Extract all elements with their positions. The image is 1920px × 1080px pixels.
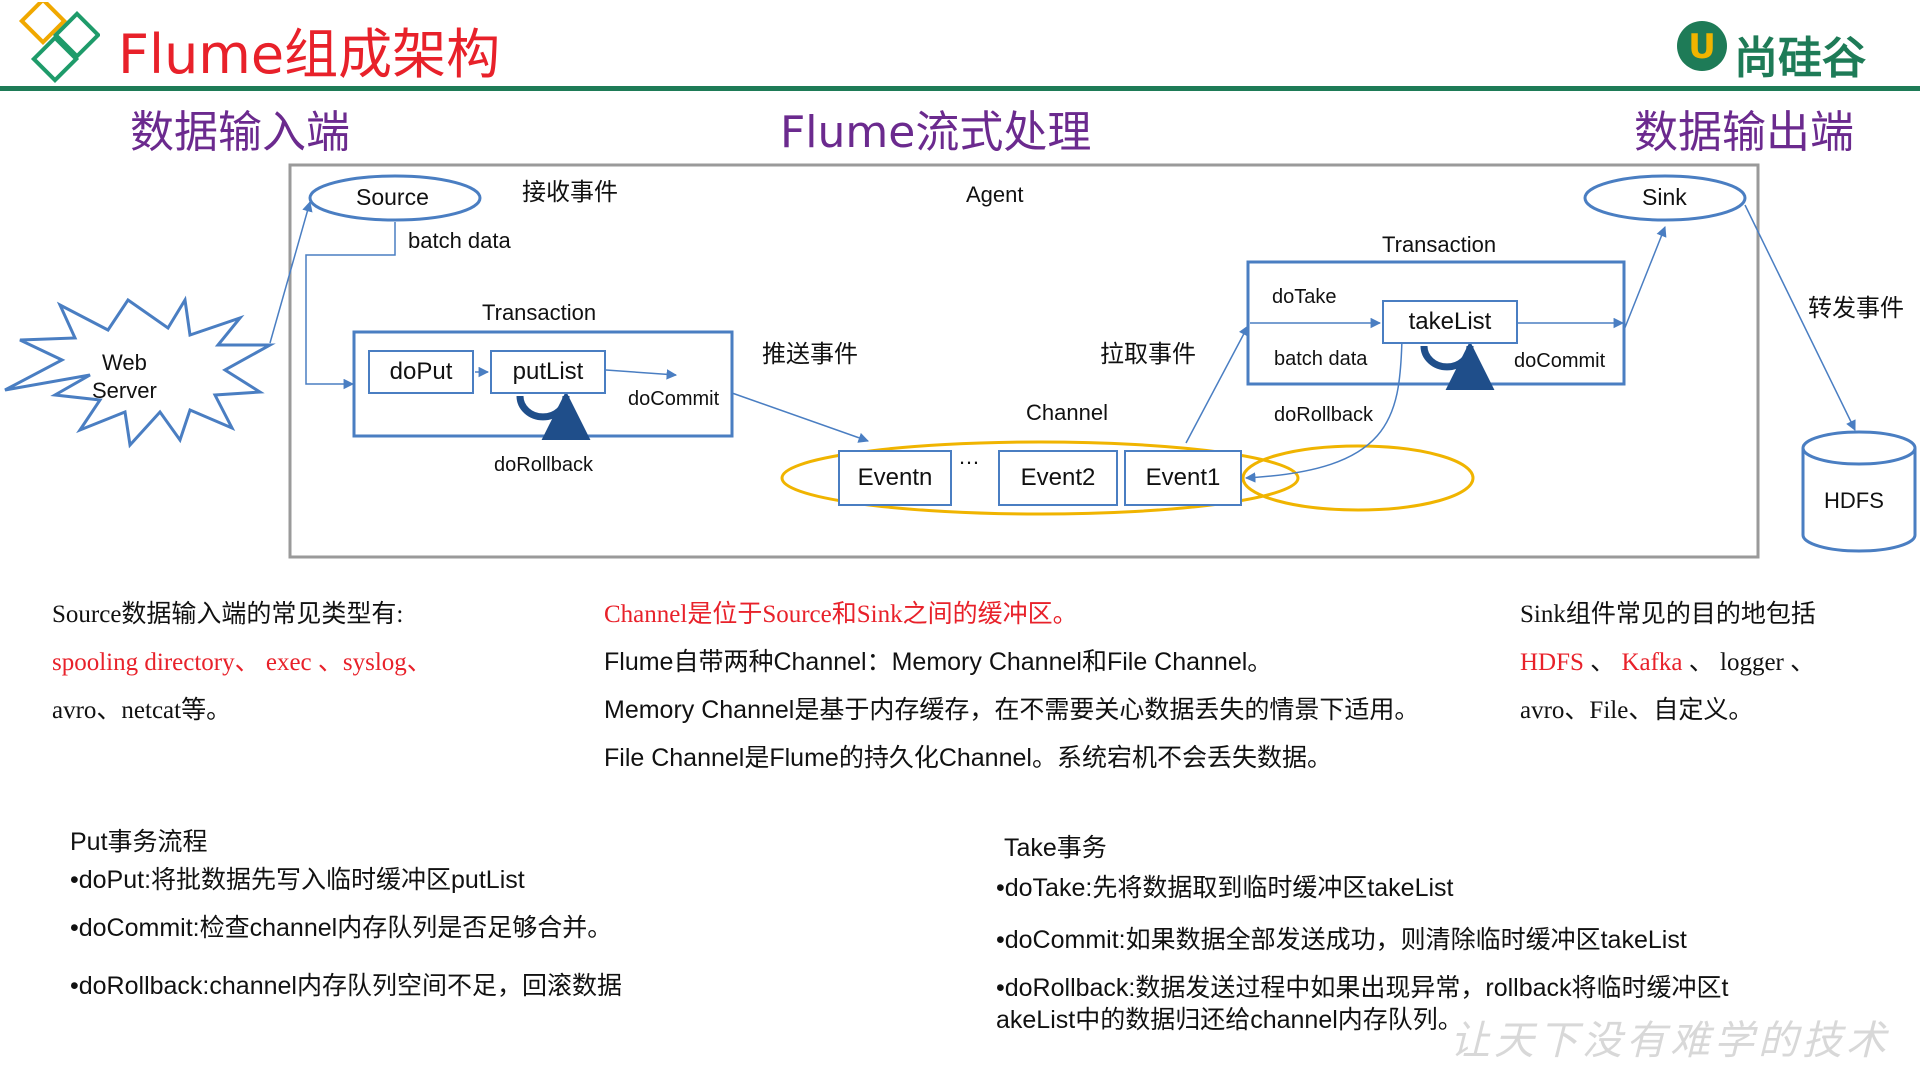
putlist-box: putList [490, 350, 606, 394]
put-flow-item1: •doPut:将批数据先写入临时缓冲区putList [70, 866, 525, 894]
put-flow-item2: •doCommit:检查channel内存队列是否足够合并。 [70, 914, 613, 942]
web-server-label-2: Server [92, 378, 157, 403]
takelist-box: takeList [1382, 300, 1518, 344]
sink-label: Sink [1642, 184, 1687, 210]
sink-rest-text: 、 logger 、 [1682, 649, 1816, 676]
web-server-label-1: Web [102, 350, 147, 375]
doput-box: doPut [368, 350, 474, 394]
batch-data-take-label: batch data [1274, 348, 1368, 370]
batch-data-source-label: batch data [408, 228, 511, 253]
push-event-label: 推送事件 [762, 341, 858, 368]
source-info-line2: spooling directory、 exec 、syslog、 [52, 649, 432, 676]
arrow-event1-take [1185, 325, 1249, 444]
header-divider [0, 86, 1920, 91]
arrow-source-doput [305, 222, 396, 390]
sink-info-line2: HDFS 、 Kafka 、 logger 、 [1520, 642, 1815, 678]
take-dorollback-label: doRollback [1274, 404, 1373, 426]
take-transaction-label: Transaction [1382, 232, 1497, 257]
arrow-putlist-docommit [605, 369, 678, 380]
put-flow-item3: •doRollback:channel内存队列空间不足，回滚数据 [70, 972, 622, 1000]
take-flow-item3a: •doRollback:数据发送过程中如果出现异常，rollback将临时缓冲区… [996, 974, 1729, 1002]
take-flow-title: Take事务 [1004, 834, 1107, 862]
arrow-webserver-source [269, 200, 313, 344]
web-server-star [4, 295, 276, 449]
channel-info-line3: Memory Channel是基于内存缓存，在不需要关心数据丢失的情景下适用。 [604, 696, 1420, 724]
source-info-line3: avro、netcat等。 [52, 697, 232, 724]
section-output-heading: 数据输出端 [1634, 107, 1854, 158]
logo-letter: U [1688, 27, 1716, 67]
arrow-sink-hdfs [1744, 204, 1856, 431]
put-dorollback-label: doRollback [494, 454, 593, 476]
channel-info-line2: Flume自带两种Channel：Memory Channel和File Cha… [604, 648, 1273, 676]
put-docommit-label: doCommit [628, 388, 720, 410]
take-flow-item2: •doCommit:如果数据全部发送成功，则清除临时缓冲区takeList [996, 926, 1687, 954]
forward-event-label: 转发事件 [1808, 295, 1904, 322]
sink-sep1: 、 [1583, 649, 1622, 676]
section-process-heading: Flume流式处理 [780, 107, 1092, 158]
section-input-heading: 数据输入端 [130, 107, 350, 158]
channel-info-line4: File Channel是Flume的持久化Channel。系统宕机不会丢失数据… [604, 744, 1332, 772]
arrow-commit-channel [731, 392, 869, 443]
event-n-box: Eventn [838, 450, 952, 506]
event-1-box: Event1 [1124, 450, 1242, 506]
arrow-take-sink [1623, 226, 1667, 331]
agent-box [288, 163, 1760, 559]
agent-label: Agent [966, 182, 1024, 207]
dotake-label: doTake [1272, 286, 1337, 308]
hdfs-cylinder [1801, 430, 1917, 553]
arrow-rollback-channel [1244, 337, 1403, 483]
sink-ellipse [1583, 174, 1747, 222]
take-flow-item3b: akeList中的数据归还给channel内存队列。 [996, 1006, 1463, 1034]
ellipsis-label: … [958, 444, 980, 469]
source-info-line1: Source数据输入端的常见类型有: [52, 601, 404, 628]
take-docommit-label: doCommit [1514, 350, 1606, 372]
source-label: Source [356, 184, 429, 210]
put-transaction-label: Transaction [482, 300, 597, 325]
logo-diamonds-icon [18, 2, 100, 84]
sink-info-line3: avro、File、自定义。 [1520, 697, 1754, 724]
take-flow-item1: •doTake:先将数据取到临时缓冲区takeList [996, 874, 1454, 902]
sink-info-line1: Sink组件常见的目的地包括 [1520, 601, 1816, 628]
take-rollback-rotate-icon [1420, 341, 1495, 391]
sink-kafka-text: Kafka [1621, 649, 1683, 676]
brand-logo-icon: U [1677, 21, 1727, 71]
put-rollback-rotate-icon [516, 391, 591, 441]
page-title: Flume组成架构 [118, 23, 501, 86]
hdfs-label: HDFS [1824, 488, 1884, 513]
channel-rollback-ellipse [1241, 444, 1475, 512]
source-ellipse [308, 174, 482, 222]
pull-event-label: 拉取事件 [1100, 341, 1196, 368]
sink-hdfs-text: HDFS [1520, 649, 1584, 676]
receive-event-label: 接收事件 [522, 179, 618, 206]
event-2-box: Event2 [998, 450, 1118, 506]
put-flow-title: Put事务流程 [70, 828, 208, 856]
watermark-slogan: 让天下没有难学的技术 [1450, 1018, 1890, 1064]
channel-label: Channel [1026, 400, 1108, 425]
channel-info-line1: Channel是位于Source和Sink之间的缓冲区。 [604, 601, 1078, 628]
brand-logo-text: 尚硅谷 [1734, 33, 1866, 84]
channel-ellipse [780, 440, 1300, 516]
